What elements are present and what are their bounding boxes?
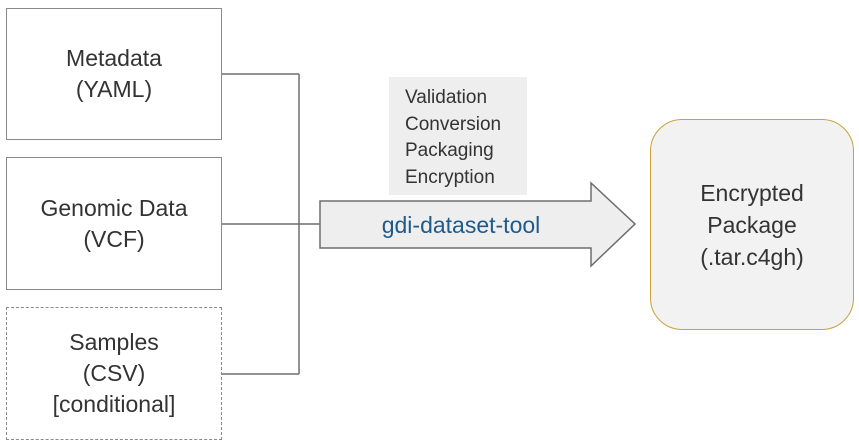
- genomic-title: Genomic Data: [40, 194, 188, 221]
- step-validation: Validation: [405, 87, 488, 108]
- output-line-2: Package: [707, 211, 797, 238]
- tool-steps-panel: Validation Conversion Packaging Encrypti…: [389, 77, 527, 195]
- samples-format: (CSV): [82, 360, 146, 386]
- output-line-1: Encrypted: [700, 179, 804, 206]
- samples-input-box: Samples (CSV) [conditional]: [6, 307, 222, 440]
- genomic-data-input-box: Genomic Data (VCF): [6, 157, 222, 290]
- step-encryption: Encryption: [405, 166, 495, 188]
- metadata-title: Metadata: [66, 45, 162, 71]
- metadata-format: (YAML): [75, 76, 153, 102]
- tool-name-label: gdi-dataset-tool: [381, 211, 541, 238]
- metadata-input-box: Metadata (YAML): [6, 8, 222, 140]
- output-format: (.tar.c4gh): [700, 243, 804, 270]
- genomic-format: (VCF): [83, 225, 145, 252]
- samples-condition: [conditional]: [52, 391, 176, 417]
- step-conversion: Conversion: [405, 113, 502, 135]
- encrypted-package-output-box: Encrypted Package (.tar.c4gh): [650, 119, 854, 330]
- tool-arrow: [319, 181, 637, 268]
- step-packaging: Packaging: [405, 140, 494, 161]
- samples-title: Samples: [69, 329, 159, 355]
